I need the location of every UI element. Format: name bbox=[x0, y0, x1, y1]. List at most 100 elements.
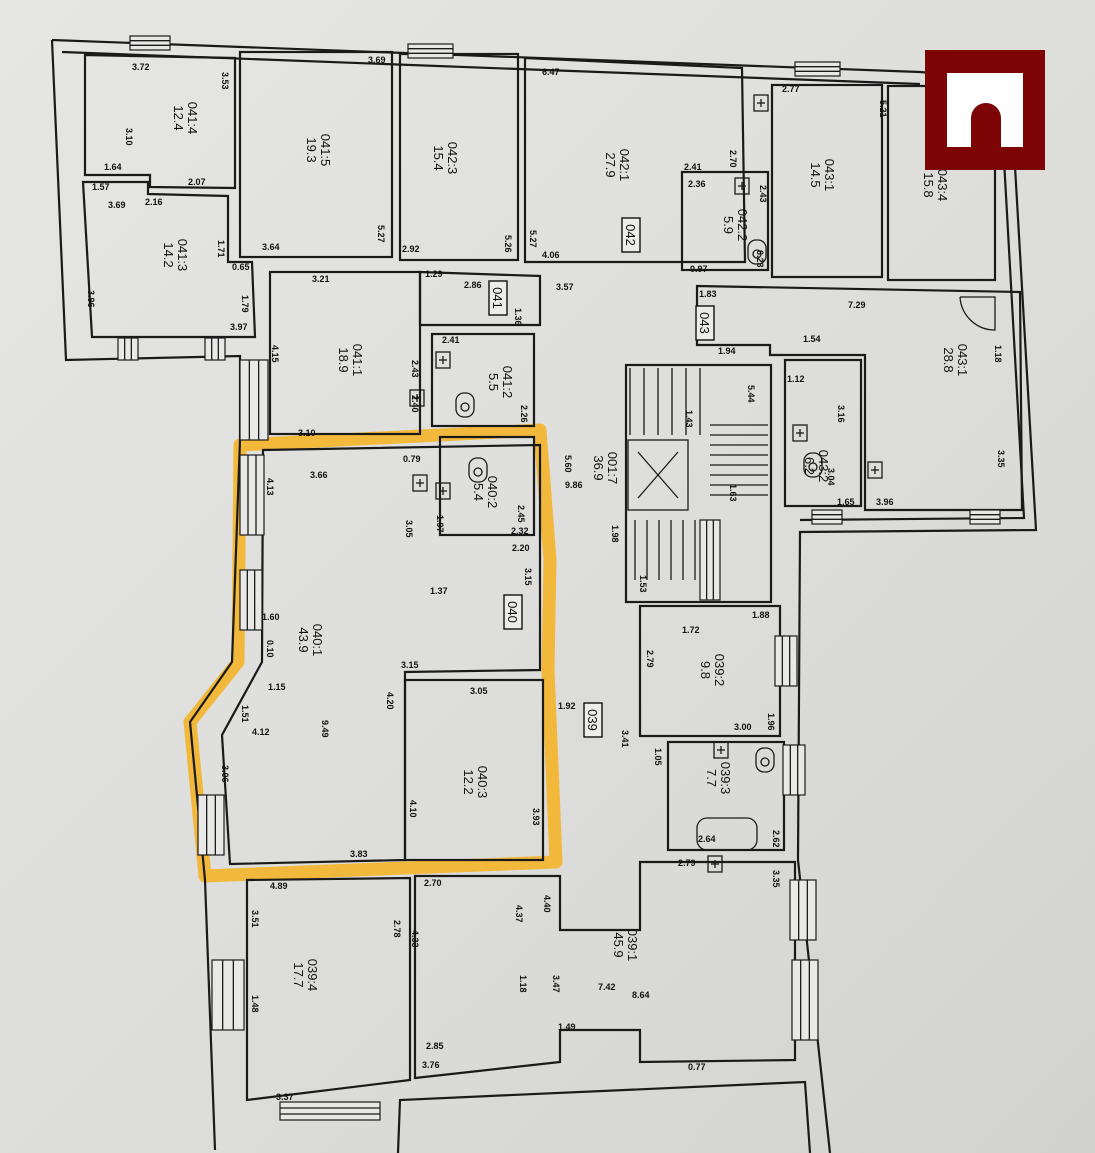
dimension-label: 1.72 bbox=[682, 625, 700, 635]
dimension-label: 2.41 bbox=[442, 335, 460, 345]
dimension-label: 1.15 bbox=[268, 682, 286, 692]
dimension-label: 3.64 bbox=[262, 242, 280, 252]
dimension-label: 2.77 bbox=[782, 84, 800, 94]
dimension-label: 1.92 bbox=[558, 701, 576, 711]
section-tag-label: 041 bbox=[490, 287, 505, 309]
toilet-icon bbox=[747, 239, 767, 265]
sink-icon bbox=[792, 424, 808, 442]
dimension-label: 6.47 bbox=[542, 67, 560, 77]
room-area: 6.2 bbox=[802, 457, 817, 475]
dimension-label: 2.86 bbox=[464, 280, 482, 290]
sink-icon bbox=[867, 461, 883, 479]
dimension-label: 2.43 bbox=[758, 185, 768, 203]
room-label: 042:315.4 bbox=[431, 142, 460, 175]
room-area: 5.5 bbox=[486, 373, 501, 391]
dimension-label: 3.83 bbox=[350, 849, 368, 859]
dimension-label: 3.96 bbox=[86, 290, 96, 308]
room-label: 040:25.4 bbox=[471, 476, 500, 509]
dimension-label: 4.15 bbox=[270, 345, 280, 363]
room-area: 27.9 bbox=[603, 152, 618, 177]
dimension-label: 1.29 bbox=[425, 269, 443, 279]
dimension-label: 2.07 bbox=[188, 177, 206, 187]
sink-icon bbox=[753, 94, 769, 112]
window bbox=[774, 635, 798, 687]
toilet-icon bbox=[468, 457, 488, 483]
dimension-label: 2.78 bbox=[392, 920, 402, 938]
room-area: 9.8 bbox=[698, 661, 713, 679]
room-label: 040:143.9 bbox=[296, 624, 325, 657]
dimension-label: 4.40 bbox=[542, 895, 552, 913]
dimension-label: 2.43 bbox=[410, 360, 420, 378]
dimension-label: 2.70 bbox=[424, 878, 442, 888]
room-area: 14.2 bbox=[161, 242, 176, 267]
selected-unit-highlight bbox=[183, 423, 563, 883]
dimension-label: 3.37 bbox=[276, 1092, 294, 1102]
room-label: 039:29.8 bbox=[698, 654, 727, 687]
room-id: 039:2 bbox=[712, 654, 727, 687]
dimension-label: 3.00 bbox=[734, 722, 752, 732]
dimension-label: 3.69 bbox=[108, 200, 126, 210]
dimension-label: 2.85 bbox=[426, 1041, 444, 1051]
dimension-label: 1.12 bbox=[787, 374, 805, 384]
dimension-label: 1.83 bbox=[699, 289, 717, 299]
section-tag: 041 bbox=[488, 280, 508, 316]
room-area: 45.9 bbox=[611, 932, 626, 957]
dimension-label: 2.64 bbox=[698, 834, 716, 844]
section-tag-label: 042 bbox=[623, 224, 638, 246]
dimension-label: 1.36 bbox=[513, 308, 523, 326]
section-tag: 043 bbox=[695, 305, 715, 341]
dimension-label: 9.86 bbox=[565, 480, 583, 490]
dimension-label: 1.05 bbox=[653, 748, 663, 766]
stairs bbox=[627, 368, 768, 580]
window bbox=[791, 959, 819, 1041]
dimension-label: 2.79 bbox=[645, 650, 655, 668]
dimension-label: 3.21 bbox=[312, 274, 330, 284]
room-id: 041:5 bbox=[318, 134, 333, 167]
dimension-label: 3.72 bbox=[132, 62, 150, 72]
dimension-label: 1.88 bbox=[752, 610, 770, 620]
toilet-icon bbox=[455, 392, 475, 418]
room-area: 15.4 bbox=[431, 145, 446, 170]
room-id: 042:2 bbox=[735, 209, 750, 242]
dimension-label: 3.04 bbox=[826, 468, 836, 486]
sink-icon bbox=[409, 389, 425, 407]
dimension-label: 3.69 bbox=[368, 55, 386, 65]
room-id: 043:1 bbox=[955, 344, 970, 377]
dimension-label: 4.12 bbox=[252, 727, 270, 737]
dimension-label: 3.10 bbox=[124, 128, 134, 146]
dimension-label: 1.64 bbox=[104, 162, 122, 172]
section-tag: 040 bbox=[503, 594, 523, 630]
dimension-label: 1.79 bbox=[240, 295, 250, 313]
dimension-label: 3.10 bbox=[298, 428, 316, 438]
room-area: 28.8 bbox=[941, 347, 956, 372]
room-label: 039:145.9 bbox=[611, 929, 640, 962]
sink-icon bbox=[734, 177, 750, 195]
room-id: 042:3 bbox=[445, 142, 460, 175]
door-swing-icon bbox=[959, 296, 996, 331]
room-area: 7.7 bbox=[704, 769, 719, 787]
section-tag: 042 bbox=[621, 217, 641, 253]
room-id: 043:2 bbox=[816, 450, 831, 483]
dimension-label: 3.16 bbox=[836, 405, 846, 423]
room-id: 041:4 bbox=[185, 102, 200, 135]
dimension-label: 1.71 bbox=[216, 240, 226, 258]
dimension-label: 1.43 bbox=[684, 410, 694, 428]
dimension-label: 3.97 bbox=[230, 322, 248, 332]
dimension-label: 2.70 bbox=[728, 150, 738, 168]
room-id: 039:1 bbox=[625, 929, 640, 962]
dimension-label: 5.21 bbox=[878, 100, 888, 118]
dimension-label: 3.51 bbox=[250, 910, 260, 928]
dimension-label: 1.51 bbox=[240, 705, 250, 723]
section-tag: 039 bbox=[583, 702, 603, 738]
dimension-label: 4.37 bbox=[514, 905, 524, 923]
dimension-label: 0.97 bbox=[690, 264, 708, 274]
agency-logo bbox=[925, 50, 1045, 170]
toilet-icon bbox=[803, 452, 823, 478]
dimension-label: 3.96 bbox=[876, 497, 894, 507]
dimension-label: 8.64 bbox=[632, 990, 650, 1000]
dimension-label: 1.96 bbox=[766, 713, 776, 731]
dimension-label: 1.53 bbox=[638, 575, 648, 593]
sink-icon bbox=[412, 474, 428, 492]
room-id: 041:2 bbox=[500, 366, 515, 399]
room-label: 043:415.8 bbox=[921, 169, 950, 202]
